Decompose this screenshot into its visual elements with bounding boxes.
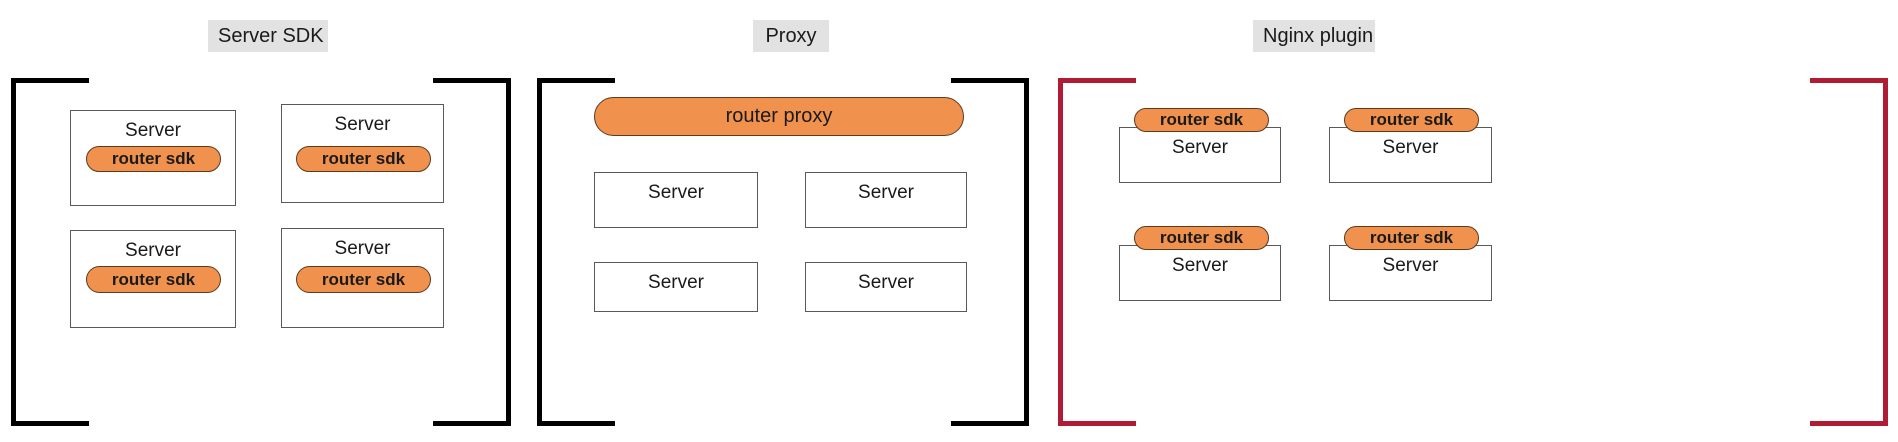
server-label: Server bbox=[648, 182, 704, 203]
bracket-stub-top-left bbox=[537, 78, 615, 83]
router-sdk-pill[interactable]: router sdk bbox=[1134, 226, 1269, 250]
bracket-stub-bottom-left bbox=[537, 421, 615, 426]
server-box[interactable]: Server bbox=[1329, 127, 1492, 183]
bracket-stub-bottom-left bbox=[11, 421, 89, 426]
server-label: Server bbox=[1382, 137, 1439, 158]
bracket-stub-bottom-right bbox=[951, 421, 1029, 426]
server-box[interactable]: Server bbox=[1329, 245, 1492, 301]
bracket-spine-right bbox=[1024, 78, 1029, 426]
section-title-proxy: Proxy bbox=[753, 20, 829, 52]
server-label: Server bbox=[1172, 137, 1228, 158]
router-sdk-pill[interactable]: router sdk bbox=[296, 146, 431, 172]
router-proxy-pill[interactable]: router proxy bbox=[594, 97, 964, 136]
section-title-server-sdk: Server SDK bbox=[208, 20, 328, 52]
bracket-nginx-plugin bbox=[1058, 78, 1888, 426]
bracket-spine-right bbox=[1883, 78, 1888, 426]
server-label: Server bbox=[858, 272, 914, 293]
server-box[interactable]: Server bbox=[594, 172, 758, 228]
bracket-spine-right bbox=[506, 78, 511, 426]
bracket-proxy bbox=[537, 78, 1029, 426]
router-sdk-pill[interactable]: router sdk bbox=[86, 146, 221, 172]
bracket-stub-bottom-left bbox=[1058, 421, 1136, 426]
server-label: Server bbox=[1382, 255, 1439, 276]
bracket-stub-bottom-right bbox=[1810, 421, 1888, 426]
bracket-stub-top-left bbox=[1058, 78, 1136, 83]
server-box[interactable]: Server bbox=[805, 262, 967, 312]
bracket-server-sdk bbox=[11, 78, 511, 426]
bracket-spine-left bbox=[11, 78, 16, 426]
router-sdk-pill[interactable]: router sdk bbox=[296, 266, 431, 293]
bracket-spine-left bbox=[537, 78, 542, 426]
bracket-stub-top-left bbox=[11, 78, 89, 83]
bracket-spine-left bbox=[1058, 78, 1063, 426]
server-box[interactable]: Server bbox=[805, 172, 967, 228]
server-box[interactable]: Server bbox=[594, 262, 758, 312]
server-box[interactable]: Server bbox=[1119, 127, 1281, 183]
server-label: Server bbox=[1172, 255, 1228, 276]
bracket-stub-bottom-right bbox=[433, 421, 511, 426]
server-label: Server bbox=[648, 272, 704, 293]
section-title-nginx-plugin: Nginx plugin bbox=[1253, 20, 1375, 52]
router-sdk-pill[interactable]: router sdk bbox=[86, 266, 221, 293]
server-label: Server bbox=[334, 238, 391, 259]
server-label: Server bbox=[125, 240, 181, 261]
router-sdk-pill[interactable]: router sdk bbox=[1344, 226, 1479, 250]
bracket-stub-top-right bbox=[1810, 78, 1888, 83]
router-sdk-pill[interactable]: router sdk bbox=[1344, 108, 1479, 132]
server-box[interactable]: Server bbox=[1119, 245, 1281, 301]
router-sdk-pill[interactable]: router sdk bbox=[1134, 108, 1269, 132]
bracket-stub-top-right bbox=[433, 78, 511, 83]
server-label: Server bbox=[334, 114, 391, 135]
server-label: Server bbox=[125, 120, 181, 141]
server-label: Server bbox=[858, 182, 914, 203]
bracket-stub-top-right bbox=[951, 78, 1029, 83]
